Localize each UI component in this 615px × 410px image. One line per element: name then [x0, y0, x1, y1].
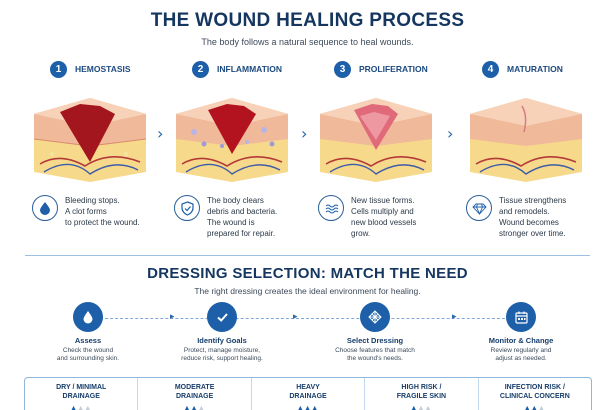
stage-name: HEMOSTASIS: [75, 64, 131, 74]
drop-icon: [73, 302, 103, 332]
drainage-triangle-icon: ▲: [524, 404, 532, 410]
drainage-triangle-icon: ▲: [297, 404, 305, 410]
arrow-right-icon: ▸: [293, 312, 298, 322]
stage-description-4: Tissue strengthens and remodels. Wound b…: [466, 195, 579, 239]
page-title: THE WOUND HEALING PROCESS: [150, 10, 465, 31]
chevron-right-icon: ›: [301, 124, 308, 143]
calendar-icon: [506, 302, 536, 332]
section-divider: [25, 255, 590, 256]
category-cell: DRY / MINIMAL DRAINAGE ▲▲▲: [25, 378, 139, 410]
inflammation-illustration: [176, 98, 288, 182]
maturation-illustration: [470, 98, 582, 182]
drainage-triangle-icon: ▲: [410, 404, 418, 410]
chevron-right-icon: ›: [157, 124, 164, 143]
stage-header-4: 4 MATURATION: [482, 60, 563, 78]
mesh-icon: [360, 302, 390, 332]
drainage-triangle-icon: ▲: [531, 404, 539, 410]
stage-description-3: New tissue forms. Cells multiply and new…: [318, 195, 431, 239]
category-cell: HEAVY DRAINAGE ▲▲▲: [252, 378, 366, 410]
stage-number: 2: [192, 60, 209, 78]
arrow-right-icon: ▸: [170, 312, 175, 322]
stage-name: PROLIFERATION: [359, 64, 428, 74]
hemostasis-illustration: [33, 98, 147, 182]
arrow-right-icon: ▸: [452, 312, 457, 322]
stage-description-1: Bleeding stops. A clot forms to protect …: [32, 195, 145, 228]
category-cell: MODERATE DRAINAGE ▲▲▲: [138, 378, 252, 410]
section-title: DRESSING SELECTION: MATCH THE NEED: [147, 265, 468, 282]
step-select-dressing: Select Dressing Choose features that mat…: [315, 302, 435, 363]
stage-name: MATURATION: [507, 64, 563, 74]
stage-header-3: 3 PROLIFERATION: [334, 60, 428, 78]
drainage-triangle-icon: ▲: [77, 404, 85, 410]
stage-header-1: 1 HEMOSTASIS: [50, 60, 131, 78]
waves-icon: [318, 195, 344, 221]
stage-number: 3: [334, 60, 351, 78]
step-monitor-change: Monitor & Change Review regularly and ad…: [461, 302, 581, 363]
stage-number: 4: [482, 60, 499, 78]
diamond-icon: [466, 195, 492, 221]
drainage-triangle-icon: ▲: [198, 404, 206, 410]
drainage-triangle-icon: ▲: [425, 404, 433, 410]
drainage-triangle-icon: ▲: [417, 404, 425, 410]
proliferation-illustration: [320, 98, 432, 182]
drainage-triangle-icon: ▲: [311, 404, 319, 410]
shield-check-icon: [174, 195, 200, 221]
drainage-level-icon: ▲▲▲: [25, 404, 137, 410]
drainage-triangle-icon: ▲: [84, 404, 92, 410]
drainage-triangle-icon: ▲: [191, 404, 199, 410]
drainage-level-icon: ▲▲▲: [138, 404, 250, 410]
flow-connector: [95, 318, 525, 319]
category-cell: INFECTION RISK / CLINICAL CONCERN ▲▲▲: [479, 378, 591, 410]
drainage-triangle-icon: ▲: [538, 404, 546, 410]
category-cell: HIGH RISK / FRAGILE SKIN ▲▲▲: [365, 378, 479, 410]
drainage-triangle-icon: ▲: [304, 404, 312, 410]
step-identify-goals: Identify Goals Protect, manage moisture,…: [162, 302, 282, 363]
drainage-level-icon: ▲▲▲: [479, 404, 591, 410]
step-assess: Assess Check the wound and surrounding s…: [28, 302, 148, 363]
blood-drop-icon: [32, 195, 58, 221]
stage-description-2: The body clears debris and bacteria. The…: [174, 195, 287, 239]
stage-name: INFLAMMATION: [217, 64, 282, 74]
drainage-triangle-icon: ▲: [183, 404, 192, 410]
chevron-right-icon: ›: [447, 124, 454, 143]
stage-number: 1: [50, 60, 67, 78]
stage-header-2: 2 INFLAMMATION: [192, 60, 282, 78]
drainage-level-icon: ▲▲▲: [252, 404, 364, 410]
checkmark-icon: [207, 302, 237, 332]
drainage-triangle-icon: ▲: [70, 404, 78, 410]
drainage-level-icon: ▲▲▲: [365, 404, 477, 410]
page-subtitle: The body follows a natural sequence to h…: [201, 37, 414, 47]
section-subtitle: The right dressing creates the ideal env…: [194, 286, 421, 296]
dressing-category-table: DRY / MINIMAL DRAINAGE ▲▲▲ MODERATE DRAI…: [24, 377, 592, 410]
